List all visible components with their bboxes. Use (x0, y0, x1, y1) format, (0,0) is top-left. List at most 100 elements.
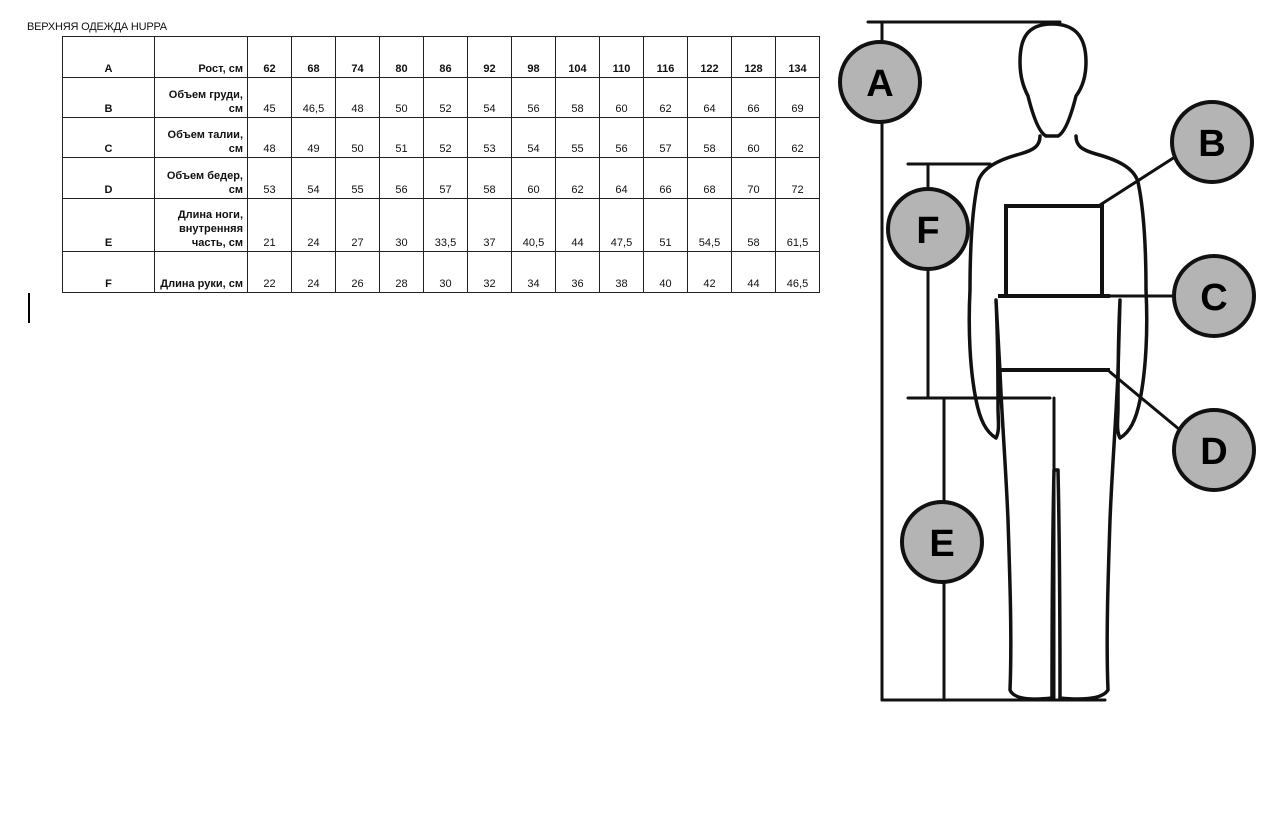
row-label-line: см (228, 143, 243, 155)
row-label-line: Длина руки, см (160, 278, 243, 290)
size-header-cell: 110 (599, 36, 644, 78)
marker-d-letter: D (1200, 431, 1227, 473)
head-outline (1018, 22, 1088, 138)
row-label-line: Длина ноги, (177, 209, 243, 221)
measurement-cell: 46,5 (775, 251, 820, 293)
measurement-cell: 37 (467, 198, 512, 252)
measurement-cell: 52 (423, 117, 468, 158)
size-header-cell: 98 (511, 36, 556, 78)
measurement-cell: 51 (379, 117, 424, 158)
marker-c: C (1172, 254, 1256, 338)
measurement-cell: 62 (643, 77, 688, 118)
size-header-cell: 62 (247, 36, 292, 78)
measurement-cell: 50 (379, 77, 424, 118)
measurement-cell: 60 (511, 157, 556, 199)
marker-e-letter: E (929, 523, 954, 565)
measurement-cell: 48 (335, 77, 380, 118)
marker-group: A B C D E F (838, 40, 1256, 584)
measurement-cell: 40 (643, 251, 688, 293)
measurement-cell: 64 (599, 157, 644, 199)
marker-a-letter: A (866, 63, 893, 105)
measurement-cell: 47,5 (599, 198, 644, 252)
row-label-line: внутренняя (178, 223, 243, 235)
measurement-cell: 40,5 (511, 198, 556, 252)
row-label-line: Рост, см (198, 63, 243, 75)
measurement-cell: 45 (247, 77, 292, 118)
marker-d: D (1172, 408, 1256, 492)
row-label-line: Объем бедер, (166, 170, 243, 182)
measurement-cell: 30 (379, 198, 424, 252)
row-label-cell: Длина ноги, внутренняя часть, см (154, 198, 248, 252)
row-label-cell: Объем талии, см (154, 117, 248, 158)
measurement-cell: 66 (643, 157, 688, 199)
measurement-cell: 70 (731, 157, 776, 199)
measurement-cell: 62 (775, 117, 820, 158)
marker-f: F (886, 187, 970, 271)
measurement-cell: 49 (291, 117, 336, 158)
measurement-cell: 46,5 (291, 77, 336, 118)
measurement-bands (998, 204, 1110, 372)
row-code-cell: F (62, 251, 155, 293)
row-label-line: часть, см (191, 237, 243, 249)
hip-leader-line (1108, 370, 1182, 432)
marker-b: B (1170, 100, 1254, 184)
measurement-cell: 56 (379, 157, 424, 199)
measurement-cell: 36 (555, 251, 600, 293)
measurement-cell: 56 (511, 77, 556, 118)
row-code-cell: A (62, 36, 155, 78)
measurement-cell: 26 (335, 251, 380, 293)
measurement-cell: 34 (511, 251, 556, 293)
measurement-cell: 55 (555, 117, 600, 158)
size-header-cell: 86 (423, 36, 468, 78)
row-label-line: Объем груди, (168, 89, 243, 101)
marker-b-letter: B (1198, 123, 1225, 165)
measurement-cell: 24 (291, 251, 336, 293)
row-code-cell: D (62, 157, 155, 199)
size-header-cell: 134 (775, 36, 820, 78)
measurement-cell: 54 (291, 157, 336, 199)
measurement-cell: 57 (423, 157, 468, 199)
row-label-line: см (228, 184, 243, 196)
marker-c-letter: C (1200, 277, 1227, 319)
marker-a: A (838, 40, 922, 124)
measurement-cell: 42 (687, 251, 732, 293)
measurement-cell: 33,5 (423, 198, 468, 252)
measurement-cell: 51 (643, 198, 688, 252)
size-header-cell: 92 (467, 36, 512, 78)
measurement-cell: 44 (731, 251, 776, 293)
measurement-cell: 54 (467, 77, 512, 118)
measurement-cell: 72 (775, 157, 820, 199)
row-label-cell: Объем груди,см (154, 77, 248, 118)
measurement-cell: 22 (247, 251, 292, 293)
measurement-cell: 32 (467, 251, 512, 293)
measurement-cell: 58 (467, 157, 512, 199)
measurement-cell: 27 (335, 198, 380, 252)
marker-e: E (900, 500, 984, 584)
size-header-cell: 104 (555, 36, 600, 78)
measurement-cell: 38 (599, 251, 644, 293)
measurement-cell: 54 (511, 117, 556, 158)
measurement-cell: 21 (247, 198, 292, 252)
chest-band (1004, 204, 1104, 298)
measurement-cell: 48 (247, 117, 292, 158)
size-header-cell: 74 (335, 36, 380, 78)
measurement-cell: 60 (599, 77, 644, 118)
measurement-cell: 61,5 (775, 198, 820, 252)
measurement-cell: 58 (687, 117, 732, 158)
row-label-line: Объем талии, (167, 129, 243, 141)
measurement-cell: 58 (555, 77, 600, 118)
row-label-cell: Рост, см (154, 36, 248, 78)
row-label-cell: Объем бедер, см (154, 157, 248, 199)
size-header-cell: 80 (379, 36, 424, 78)
document-title: ВЕРХНЯЯ ОДЕЖДА HUPPA (27, 21, 167, 33)
measurement-cell: 56 (599, 117, 644, 158)
measurement-cell: 66 (731, 77, 776, 118)
